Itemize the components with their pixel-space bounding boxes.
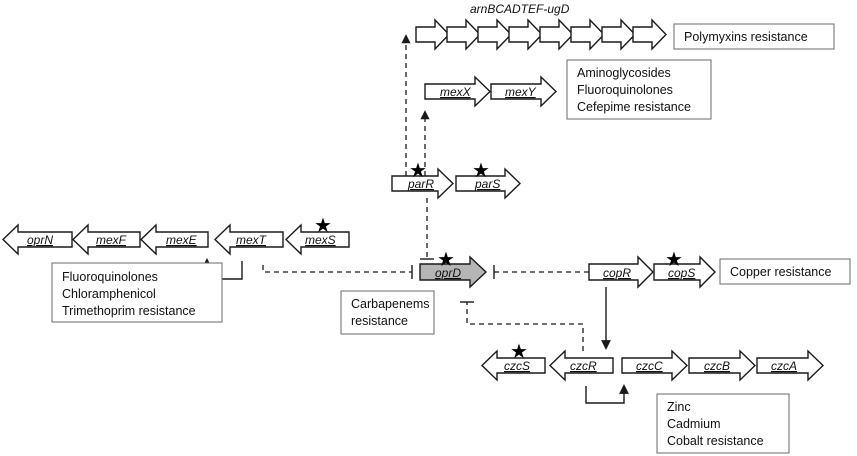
gene-label-copS: copS bbox=[668, 266, 695, 280]
gene-mexT: mexT bbox=[213, 223, 284, 256]
star-icon-parS: ★ bbox=[472, 158, 490, 182]
gene-label-oprD: oprD bbox=[435, 266, 461, 280]
gene-label-oprN: oprN bbox=[27, 233, 53, 247]
gene-copR: copR bbox=[588, 255, 654, 289]
gene-mexF: mexF bbox=[71, 223, 141, 256]
fluoroquinolones-line-3: Trimethoprim resistance bbox=[62, 304, 196, 318]
gene-mexS: mexS bbox=[284, 223, 350, 256]
arn-operon-gene-arrow bbox=[632, 18, 667, 51]
aminoglycosides-line-2: Fluoroquinolones bbox=[577, 83, 673, 97]
arn-operon-gene-arrow bbox=[477, 18, 512, 51]
aminoglycosides-line-1: Aminoglycosides bbox=[577, 66, 671, 80]
gene-mexY: mexY bbox=[490, 75, 558, 108]
gene-label-copR: copR bbox=[603, 266, 631, 280]
zinc-line-3: Cobalt resistance bbox=[667, 434, 764, 448]
gene-mexX: mexX bbox=[424, 75, 492, 108]
gene-czcC: czcC bbox=[621, 349, 689, 382]
gene-oprD: oprD bbox=[419, 255, 488, 289]
star-icon-czcS: ★ bbox=[510, 339, 528, 363]
gene-copS: copS bbox=[653, 255, 716, 289]
gene-label-mexT: mexT bbox=[236, 233, 268, 247]
star-icon-mexS: ★ bbox=[314, 213, 332, 237]
arn-operon bbox=[415, 18, 667, 51]
carbapenems-line-2: resistance bbox=[351, 314, 408, 328]
star-icon-oprD: ★ bbox=[437, 247, 455, 271]
arn-operon-gene-arrow bbox=[539, 18, 574, 51]
gene-czcA: czcA bbox=[756, 349, 825, 382]
polymyxins-line-1: Polymyxins resistance bbox=[684, 30, 808, 44]
gene-label-czcA: czcA bbox=[771, 359, 797, 373]
gene-label-mexS: mexS bbox=[305, 233, 336, 247]
star-icon-parR: ★ bbox=[409, 158, 427, 182]
copper-line-1: Copper resistance bbox=[730, 265, 831, 279]
polymyxins-resistance-box: Polymyxins resistance bbox=[673, 23, 835, 50]
star-icon-copS: ★ bbox=[665, 247, 683, 271]
gene-label-parR: parR bbox=[407, 177, 434, 191]
gene-label-czcS: czcS bbox=[504, 359, 530, 373]
repression-line-czcR-oprD bbox=[466, 302, 584, 351]
gene-parS: parS bbox=[455, 167, 522, 200]
fluoroquinolones-line-1: Fluoroquinolones bbox=[62, 270, 158, 284]
carbapenems-resistance-box: Carbapenems resistance bbox=[340, 290, 435, 335]
fluoroquinolones-resistance-box: Fluoroquinolones Chloramphenicol Trimeth… bbox=[51, 262, 223, 323]
gene-label-mexX: mexX bbox=[440, 85, 472, 99]
arn-operon-gene-arrow bbox=[508, 18, 543, 51]
promoter-arrow-czcC bbox=[585, 384, 629, 404]
gene-oprN: oprN bbox=[1, 223, 73, 256]
arn-operon-gene-arrow bbox=[570, 18, 605, 51]
operon-title: arnBCADTEF-ugD bbox=[470, 2, 570, 16]
gene-label-czcB: czcB bbox=[704, 359, 730, 373]
gene-label-parS: parS bbox=[474, 177, 500, 191]
arn-operon-gene-arrow bbox=[415, 18, 450, 51]
gene-mexE: mexE bbox=[139, 223, 209, 256]
zinc-line-2: Cadmium bbox=[667, 417, 721, 431]
gene-label-mexF: mexF bbox=[96, 233, 127, 247]
gene-label-mexE: mexE bbox=[166, 233, 198, 247]
gene-label-czcR: czcR bbox=[570, 359, 597, 373]
aminoglycosides-resistance-box: Aminoglycosides Fluoroquinolones Cefepim… bbox=[566, 59, 712, 120]
zinc-line-1: Zinc bbox=[667, 400, 691, 414]
arn-operon-gene-arrow bbox=[601, 18, 636, 51]
gene-label-mexY: mexY bbox=[505, 85, 537, 99]
gene-parR: parR bbox=[391, 167, 455, 200]
fluoroquinolones-line-2: Chloramphenicol bbox=[62, 287, 156, 301]
gene-czcS: czcS bbox=[480, 349, 546, 382]
copper-resistance-box: Copper resistance bbox=[719, 258, 851, 285]
arn-operon-gene-arrow bbox=[446, 18, 481, 51]
carbapenems-line-1: Carbapenems bbox=[351, 297, 430, 311]
gene-czcB: czcB bbox=[688, 349, 757, 382]
gene-label-czcC: czcC bbox=[636, 359, 663, 373]
repression-line-mexT-oprD bbox=[262, 265, 412, 273]
aminoglycosides-line-3: Cefepime resistance bbox=[577, 100, 691, 114]
gene-czcR: czcR bbox=[548, 349, 614, 382]
zinc-cadmium-cobalt-resistance-box: Zinc Cadmium Cobalt resistance bbox=[656, 393, 790, 454]
